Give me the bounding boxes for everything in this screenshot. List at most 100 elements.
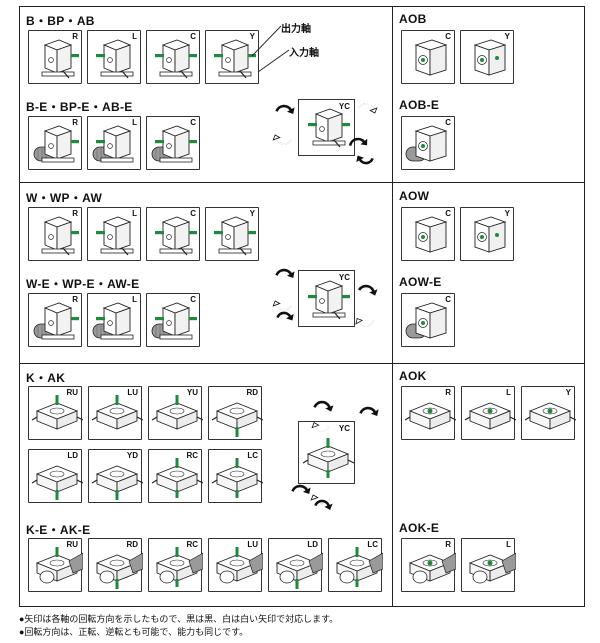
w-card-y: Y xyxy=(205,207,259,261)
gearbox-icon xyxy=(414,39,448,76)
gearbox-icon xyxy=(92,125,134,163)
w-card-l: L xyxy=(87,207,141,261)
card-code-label: L xyxy=(132,295,137,304)
section-title-aowe: AOW-E xyxy=(399,275,442,289)
section-title-w: W・WP・AW xyxy=(26,191,103,205)
card-code-label: YU xyxy=(186,388,198,397)
we-card-l: L xyxy=(87,293,141,347)
gearbox-icon xyxy=(155,216,197,256)
gearbox-icon xyxy=(464,402,516,430)
gearbox-icon xyxy=(275,552,323,589)
be-card-r: R xyxy=(28,116,82,170)
b-card-l: L xyxy=(87,30,141,84)
ke-card-ld: LD xyxy=(268,538,323,592)
ke-card-lu: LU xyxy=(208,538,263,592)
card-code-label: L xyxy=(506,540,511,549)
gearbox-icon xyxy=(468,552,516,584)
gearbox-icon xyxy=(211,402,263,437)
gearbox-icon xyxy=(41,216,79,256)
gearbox-icon xyxy=(35,547,83,584)
card-code-label: LC xyxy=(247,451,258,460)
card-code-label: LU xyxy=(127,388,138,397)
aob-card-y: Y xyxy=(460,30,514,84)
card-code-label: LC xyxy=(367,540,378,549)
gearbox-icon xyxy=(91,395,143,430)
gearbox-icon xyxy=(151,302,197,340)
k-card-lu: LU xyxy=(88,386,143,440)
card-code-label: L xyxy=(132,209,137,218)
gearbox-icon xyxy=(92,302,134,340)
card-code-label: R xyxy=(72,295,78,304)
gearbox-icon xyxy=(155,39,197,79)
k-card-yu: YU xyxy=(148,386,203,440)
card-code-label: L xyxy=(132,118,137,127)
card-code-label: C xyxy=(445,118,451,127)
gearbox-icon xyxy=(405,125,448,162)
rotation-diagram-b: YC xyxy=(298,99,355,156)
aok-card-l: L xyxy=(461,386,516,440)
card-code-label: RC xyxy=(186,451,198,460)
gearbox-icon xyxy=(33,302,79,340)
b-card-c: C xyxy=(146,30,200,84)
card-code-label: Y xyxy=(504,32,510,41)
aowe-card-c: C xyxy=(401,293,455,347)
gearbox-icon xyxy=(473,39,507,76)
aok-card-y: Y xyxy=(521,386,576,440)
card-code-label: RD xyxy=(246,388,258,397)
card-code-label: R xyxy=(72,118,78,127)
card-code-label: RC xyxy=(186,540,198,549)
be-card-c: C xyxy=(146,116,200,170)
callout-leader-lines xyxy=(251,25,290,73)
gearbox-icon xyxy=(33,125,79,163)
section-title-aok: AOK xyxy=(399,369,427,383)
divider-col xyxy=(392,6,393,607)
divider-row1 xyxy=(19,182,585,183)
card-code-label: Y xyxy=(504,209,510,218)
k-card-rc: RC xyxy=(148,449,203,503)
k-card-yd: YD xyxy=(88,449,143,503)
divider-row2 xyxy=(19,363,585,364)
section-title-be: B-E・BP-E・AB-E xyxy=(26,100,133,114)
we-card-c: C xyxy=(146,293,200,347)
gearbox-icon xyxy=(155,547,203,587)
card-code-label: LD xyxy=(67,451,78,460)
gearbox-icon xyxy=(96,216,134,256)
k-card-ru: RU xyxy=(28,386,83,440)
card-code-label: C xyxy=(190,209,196,218)
gearbox-icon xyxy=(408,552,456,584)
card-code-label: C xyxy=(445,32,451,41)
aok-card-r: R xyxy=(401,386,456,440)
diagram-frame xyxy=(19,6,585,607)
ke-card-rc: RC xyxy=(148,538,203,592)
ke-card-ru: RU xyxy=(28,538,83,592)
section-title-aoke: AOK-E xyxy=(399,521,440,535)
callout-output-shaft: 出力軸 xyxy=(281,24,311,35)
card-code-label: C xyxy=(190,295,196,304)
callout-input-shaft: 入力軸 xyxy=(289,48,319,59)
gearbox-icon xyxy=(31,465,83,500)
rotation-arrow-icons xyxy=(291,400,379,510)
card-code-label: L xyxy=(506,388,511,397)
w-card-r: R xyxy=(28,207,82,261)
gearbox-icon xyxy=(524,402,576,430)
w-card-c: C xyxy=(146,207,200,261)
section-title-ke: K-E・AK-E xyxy=(26,523,91,537)
gearbox-icon xyxy=(151,458,203,498)
gearbox-icon xyxy=(405,302,448,339)
k-card-rd: RD xyxy=(208,386,263,440)
ke-card-lc: LC xyxy=(328,538,383,592)
gearbox-icon xyxy=(414,216,448,253)
we-card-r: R xyxy=(28,293,82,347)
card-code-label: L xyxy=(132,32,137,41)
k-card-lc: LC xyxy=(208,449,263,503)
aoke-card-r: R xyxy=(401,538,456,592)
card-code-label: R xyxy=(72,32,78,41)
card-code-label: C xyxy=(445,295,451,304)
gearbox-icon xyxy=(31,395,83,430)
k-card-ld: LD xyxy=(28,449,83,503)
card-code-label: C xyxy=(190,32,196,41)
note-line-2: ●回転方向は、正転、逆転とも可能で、能力も同じです。 xyxy=(19,627,249,637)
b-card-y: Y xyxy=(205,30,259,84)
card-code-label: LD xyxy=(307,540,318,549)
section-title-k: K・AK xyxy=(26,371,66,385)
